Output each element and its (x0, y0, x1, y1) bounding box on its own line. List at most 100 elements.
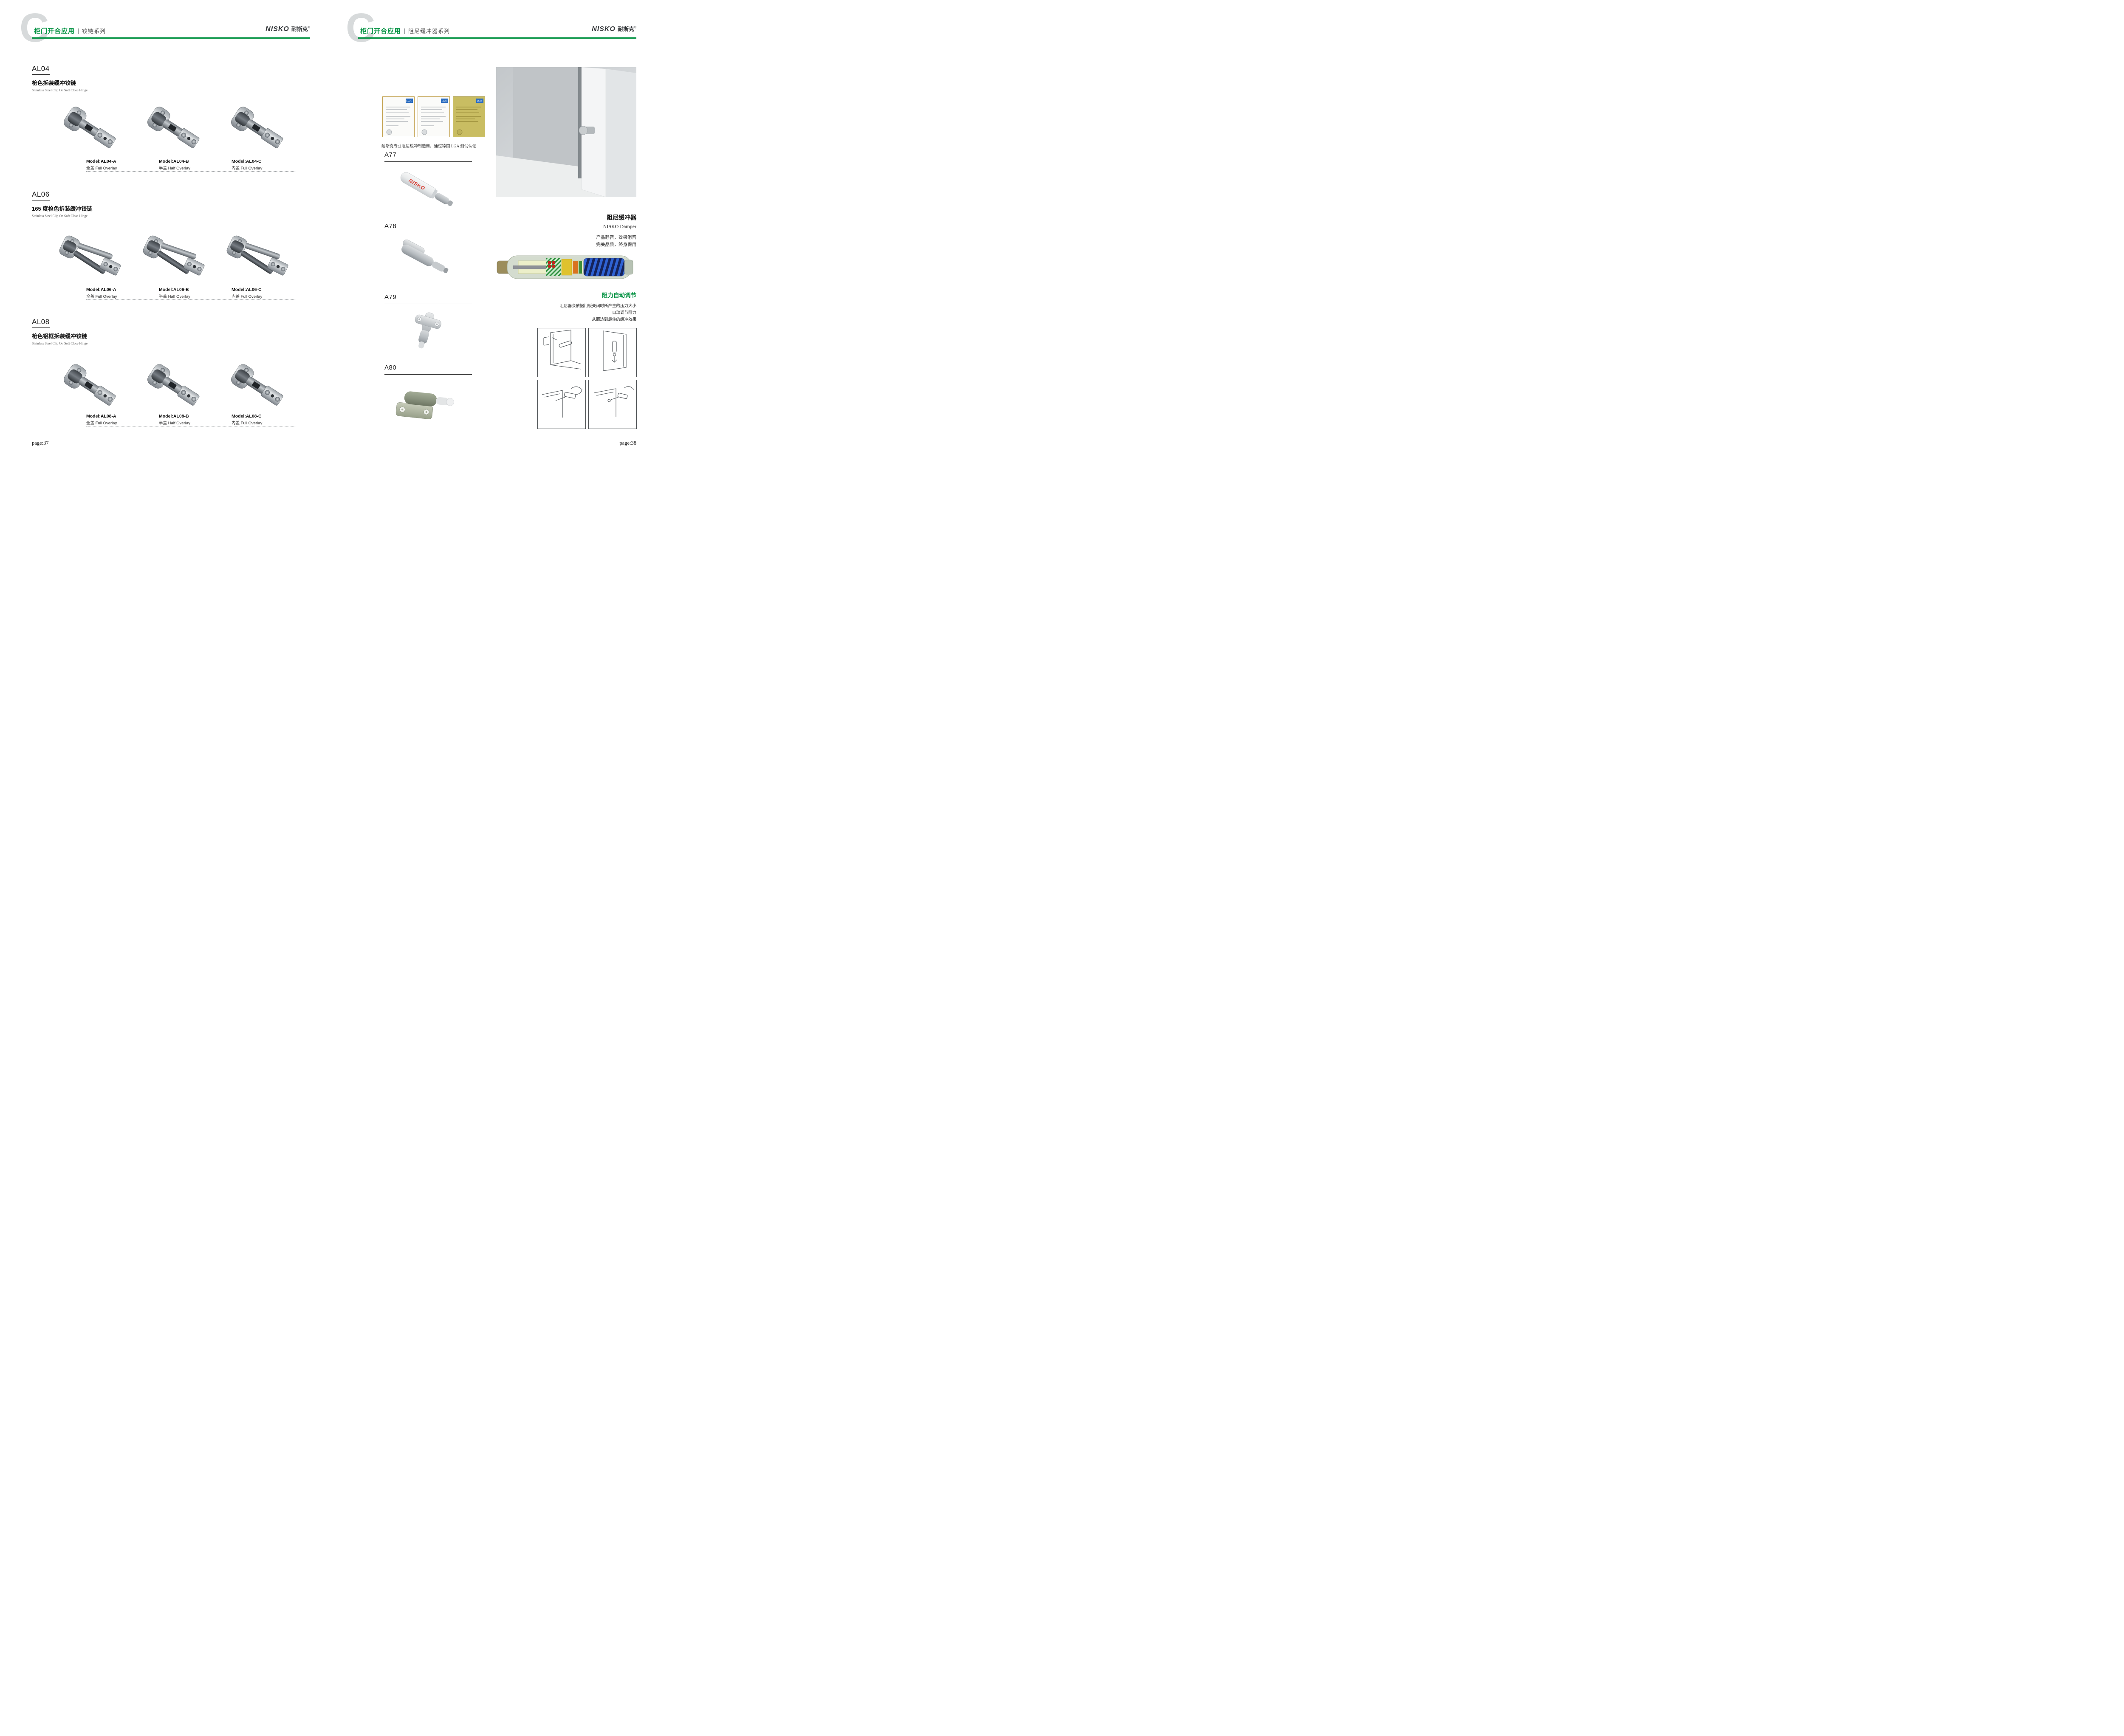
model-code: Model:AL08-B (159, 414, 189, 419)
section-name-cn: 165 度枪色拆装缓冲铰链 (32, 206, 93, 212)
section-name-cn: 枪色铝框拆装缓冲铰链 (32, 333, 88, 339)
damper-desc-line: 完美品质，终身保用 (596, 243, 637, 247)
damper-desc-line: 产品静音，效果消音 (596, 235, 637, 240)
registered-mark: ® (308, 26, 310, 29)
section-al04: AL04 枪色拆装缓冲铰链 Stainless Steel Clip On So… (32, 65, 88, 92)
header-divider (404, 28, 405, 34)
model-label-row: Model:AL04-A 全盖 Full Overlay Model:AL04-… (86, 159, 296, 171)
model-type: 全盖 Full Overlay (86, 294, 117, 299)
model-type: 半盖 Half Overlay (159, 166, 190, 171)
model-code: Model:AL04-A (86, 159, 116, 164)
model-label: Model:AL08-C 内盖 Full Overlay (232, 414, 296, 426)
hinge-image (221, 228, 294, 286)
header-rule (358, 37, 636, 39)
product-a80: A80 (384, 364, 472, 429)
model-type: 全盖 Full Overlay (86, 421, 117, 426)
model-type: 内盖 Full Overlay (232, 294, 263, 299)
model-label: Model:AL04-C 内盖 Full Overlay (232, 159, 296, 171)
svg-text:LGA: LGA (477, 100, 482, 103)
model-code: Model:AL06-C (232, 287, 262, 292)
product-a79: A79 (384, 294, 472, 355)
damper-a77-image: NISKO (384, 165, 469, 215)
feature-block: 阻力自动调节 阻尼器会依据门板关闭时所产生的压力大小 自动调节阻力 从而达到最佳… (559, 291, 636, 323)
product-image-row (54, 357, 294, 415)
model-label: Model:AL06-A 全盖 Full Overlay (86, 287, 151, 299)
feature-line: 自动调节阻力 (612, 311, 636, 315)
svg-text:LGA: LGA (442, 100, 447, 103)
brand-logo-latin: NISKO (266, 25, 289, 33)
model-label: Model:AL06-C 内盖 Full Overlay (232, 287, 296, 299)
hinge-image (221, 357, 294, 415)
product-a78: A78 (384, 223, 472, 284)
section-code: AL04 (32, 65, 50, 75)
damper-intro: 阻尼缓冲器 NISKO Damper 产品静音，效果消音 完美品质，终身保用 (596, 213, 637, 248)
page-header: 柜门开合应用铰链系列 (34, 26, 106, 35)
model-type: 内盖 Full Overlay (232, 166, 263, 171)
damper-a80-image (384, 378, 469, 429)
model-type: 全盖 Full Overlay (86, 166, 117, 171)
model-code: Model:AL06-B (159, 287, 189, 292)
page-title: 柜门开合应用 (360, 28, 401, 35)
model-code: Model:AL04-B (159, 159, 189, 164)
model-code: Model:AL08-C (232, 414, 262, 419)
model-label: Model:AL08-B 半盖 Half Overlay (159, 414, 223, 426)
hinge-image (54, 99, 127, 158)
page-subtitle: 阻尼缓冲器系列 (408, 28, 450, 34)
damper-title-en: NISKO Damper (603, 223, 636, 229)
hinge-image (137, 99, 210, 158)
model-label: Model:AL04-A 全盖 Full Overlay (86, 159, 151, 171)
feature-title: 阻力自动调节 (602, 292, 636, 299)
model-label: Model:AL06-B 半盖 Half Overlay (159, 287, 223, 299)
feature-line: 从而达到最佳的缓冲效果 (592, 318, 636, 322)
brand-logo-cn: 耐斯克 (617, 26, 634, 32)
page-title: 柜门开合应用 (34, 28, 75, 35)
model-code: Model:AL04-C (232, 159, 262, 164)
model-code: Model:AL08-A (86, 414, 116, 419)
application-photo (496, 67, 636, 197)
header-rule (32, 37, 310, 39)
section-al08: AL08 枪色铝框拆装缓冲铰链 Stainless Steel Clip On … (32, 318, 88, 345)
hinge-image (137, 228, 210, 286)
certificates-image: LGA LGA LGA (382, 96, 485, 137)
installation-diagram (588, 380, 637, 429)
model-label-row: Model:AL06-A 全盖 Full Overlay Model:AL06-… (86, 287, 296, 299)
page-header: 柜门开合应用 阻尼缓冲器系列 (360, 26, 450, 35)
hinge-image (54, 357, 127, 415)
damper-a79-image (392, 308, 464, 355)
product-code: A78 (384, 223, 397, 230)
model-type: 半盖 Half Overlay (159, 294, 190, 299)
brand-logo-cn: 耐斯克 (291, 26, 308, 32)
section-divider (86, 171, 296, 172)
model-label: Model:AL04-B 半盖 Half Overlay (159, 159, 223, 171)
hinge-image (54, 228, 127, 286)
product-a77: A77 NISKO (384, 151, 472, 215)
page-number: page:37 (32, 440, 49, 446)
installation-diagram (537, 380, 586, 429)
installation-diagram (588, 328, 637, 377)
feature-description: 阻尼器会依据门板关闭时所产生的压力大小 自动调节阻力 从而达到最佳的缓冲效果 (559, 303, 636, 323)
section-code: AL06 (32, 190, 50, 200)
damper-a78-image (384, 237, 469, 284)
svg-text:LGA: LGA (407, 100, 412, 103)
model-label-row: Model:AL08-A 全盖 Full Overlay Model:AL08-… (86, 414, 296, 426)
section-al06: AL06 165 度枪色拆装缓冲铰链 Stainless Steel Clip … (32, 190, 92, 218)
installation-diagram (537, 328, 586, 377)
section-name-en: Stainless Steel Clip On Soft Close Hinge (32, 88, 88, 92)
page-number: page:38 (619, 440, 636, 446)
installation-diagrams (537, 328, 637, 429)
section-name-en: Stainless Steel Clip On Soft Close Hinge (32, 342, 88, 345)
certificate-caption: 耐斯克专业阻尼缓冲制造商，通过德国 LGA 测试认证 (381, 144, 477, 149)
product-code: A77 (384, 151, 397, 158)
product-rule (384, 161, 472, 162)
damper-description: 产品静音，效果消音 完美品质，终身保用 (596, 234, 637, 248)
product-code: A79 (384, 294, 397, 301)
feature-line: 阻尼器会依据门板关闭时所产生的压力大小 (559, 304, 636, 308)
section-code: AL08 (32, 318, 50, 328)
header-divider (78, 28, 79, 34)
model-code: Model:AL06-A (86, 287, 116, 292)
model-type: 内盖 Full Overlay (232, 421, 263, 426)
hinge-image (137, 357, 210, 415)
